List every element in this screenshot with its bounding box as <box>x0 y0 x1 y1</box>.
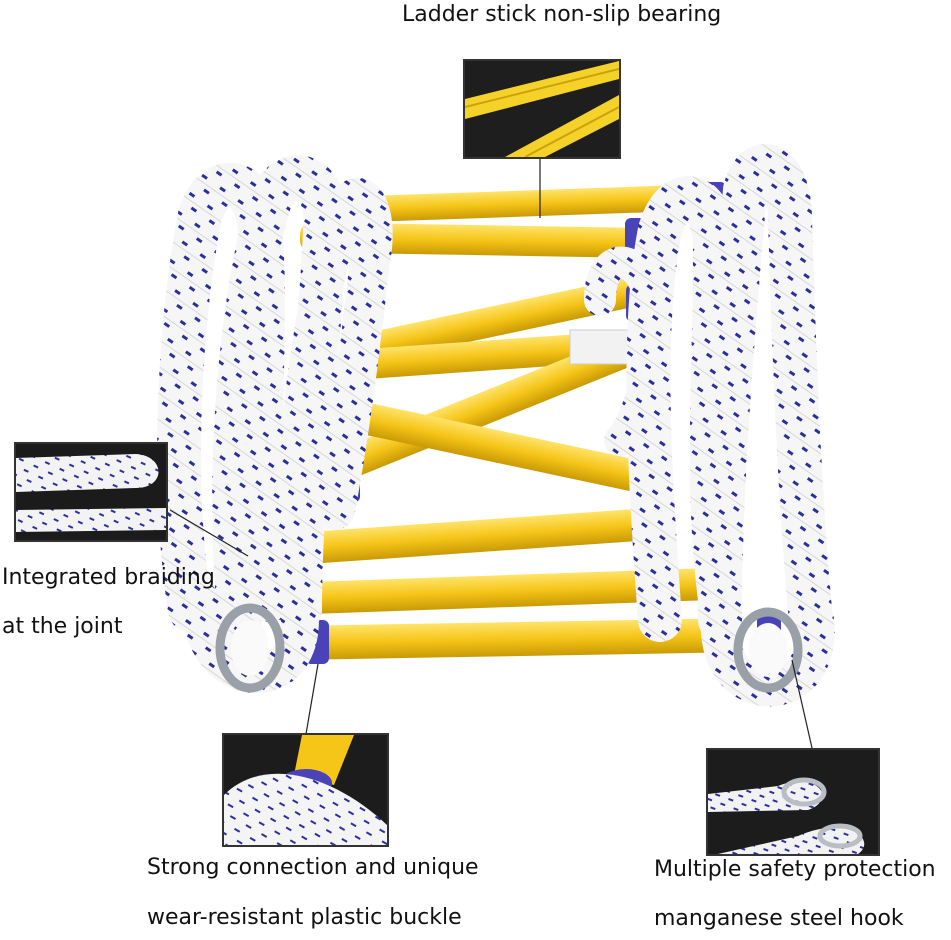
callout-bottom-right-label-line1: Multiple safety protection <box>654 857 936 882</box>
inset-ladder-stick <box>463 59 621 159</box>
left-rope-bundle <box>157 155 393 694</box>
callout-left-label-line1: Integrated braiding <box>2 565 215 590</box>
callout-left-label-line2: at the joint <box>2 614 123 639</box>
callout-bottom-left-label-line2: wear-resistant plastic buckle <box>147 905 462 930</box>
inset-plastic-buckle <box>222 733 389 847</box>
leader-line-bottom-right <box>791 659 813 749</box>
callout-top-label: Ladder stick non-slip bearing <box>402 2 722 27</box>
callout-bottom-right-label-line2: manganese steel hook <box>654 906 904 931</box>
inset-braided-joint <box>14 442 168 542</box>
leader-line-left <box>169 509 249 557</box>
leader-line-bottom-left <box>305 663 319 735</box>
callout-bottom-left-label-line1: Strong connection and unique <box>147 855 479 880</box>
right-rope-bundle <box>584 144 835 707</box>
inset-steel-hook <box>706 748 880 856</box>
